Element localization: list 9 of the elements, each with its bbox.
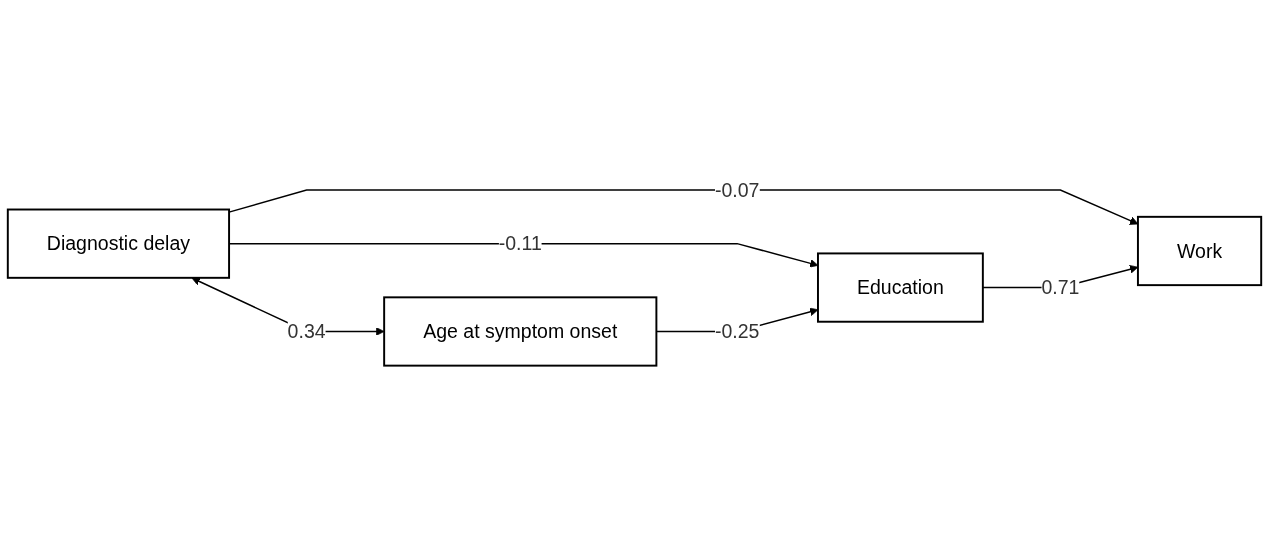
node-box: Work <box>1136 215 1263 287</box>
edge-label: 0.71 <box>1041 276 1080 299</box>
node-box: Diagnostic delay <box>6 208 231 279</box>
node-box: Education <box>817 252 984 323</box>
edge-label: -0.07 <box>714 179 760 201</box>
edge-label: -0.25 <box>714 320 760 343</box>
edge-label: -0.11 <box>498 232 542 255</box>
node-box: Age at symptom onset <box>383 296 658 367</box>
edge-label: 0.34 <box>287 320 326 343</box>
